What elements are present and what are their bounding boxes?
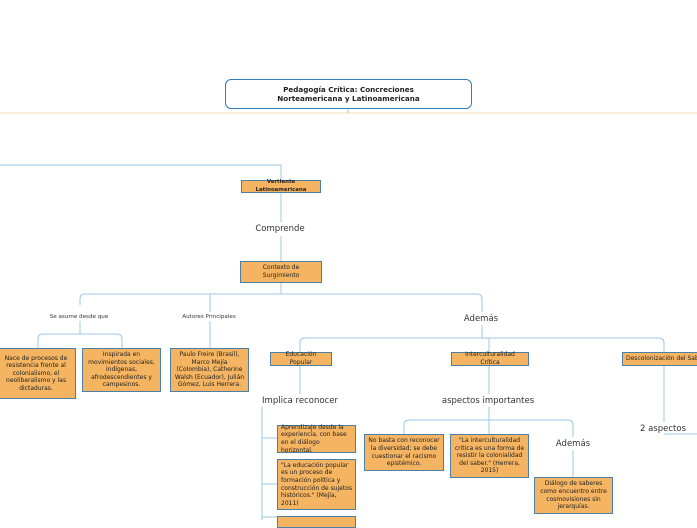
node-interculturalidad-critica[interactable]: Interculturalidad Crítica	[451, 351, 529, 366]
node-interculturalidad-quote[interactable]: "La interculturalidad crítica es una for…	[450, 434, 529, 478]
node-nace-de-procesos[interactable]: Nace de procesos de resistencia frente a…	[0, 348, 76, 399]
node-dialogo-de-saberes[interactable]: Diálogo de saberes como encuentro entre …	[534, 477, 613, 514]
label-aspectos-importantes[interactable]: aspectos importantes	[441, 396, 535, 406]
node-partial-next[interactable]	[277, 516, 356, 528]
node-educacion-popular-quote[interactable]: "La educación popular es un proceso de f…	[277, 459, 356, 510]
label-ademas-main[interactable]: Además	[463, 314, 499, 324]
root-title-line2: Norteamericana y Latinoamericana	[277, 94, 420, 103]
node-aprendizaje-experiencia[interactable]: Aprendizaje desde la experiencia, con ba…	[277, 424, 356, 454]
node-inspirada-en-movimientos[interactable]: Inspirada en movimientos sociales, indíg…	[82, 348, 161, 392]
label-ademas-secondary[interactable]: Además	[555, 439, 591, 449]
node-no-basta-reconocer[interactable]: No basta con reconocer la diversidad; se…	[364, 434, 444, 471]
node-vertiente-latinoamericana[interactable]: Vertiente Latinoamericana	[241, 179, 321, 193]
label-autores-principales[interactable]: Autores Principales	[182, 314, 236, 320]
node-contexto-de-surgimiento[interactable]: Contexto de Surgimiento	[240, 261, 322, 283]
root-node[interactable]: Pedagogía Crítica: Concreciones Norteame…	[225, 79, 472, 109]
node-educacion-popular[interactable]: Educación Popular	[270, 351, 332, 366]
node-descolonizacion-del-saber[interactable]: Descolonización del Saber	[622, 352, 697, 366]
label-comprende[interactable]: Comprende	[255, 224, 305, 234]
root-title-line1: Pedagogía Crítica: Concreciones	[283, 85, 414, 94]
label-se-asume-desde-que[interactable]: Se asume desde que	[49, 314, 109, 320]
label-2-aspectos[interactable]: 2 aspectos	[639, 424, 687, 434]
label-implica-reconocer[interactable]: Implica reconocer	[262, 396, 338, 406]
node-autores-principales[interactable]: Paulo Freire (Brasil), Marco Mejía (Colo…	[170, 348, 249, 392]
